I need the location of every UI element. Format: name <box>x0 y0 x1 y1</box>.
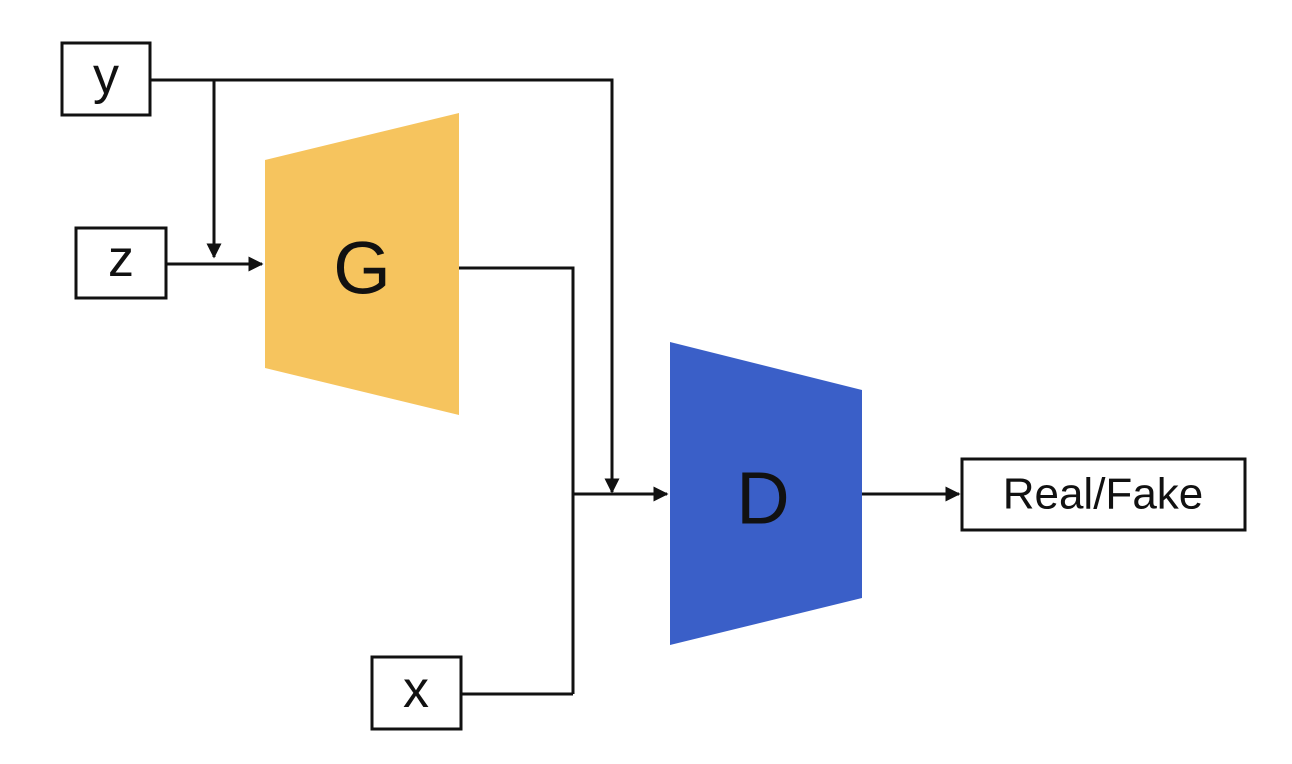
generator-block <box>265 113 459 415</box>
input-z-label: z <box>108 230 134 288</box>
input-x-box: x <box>370 655 463 731</box>
y-to-discriminator-wire <box>214 78 620 494</box>
input-z-box: z <box>74 226 168 300</box>
discriminator-label: D <box>736 457 789 540</box>
input-x-label: x <box>403 661 429 719</box>
discriminator-block <box>670 342 862 645</box>
input-y-label: y <box>93 47 119 105</box>
output-label: Real/Fake <box>1003 470 1204 519</box>
output-box: Real/Fake <box>960 457 1247 532</box>
generator-label: G <box>333 227 391 310</box>
input-y-box: y <box>60 41 152 117</box>
generator-output-wire <box>459 266 575 694</box>
